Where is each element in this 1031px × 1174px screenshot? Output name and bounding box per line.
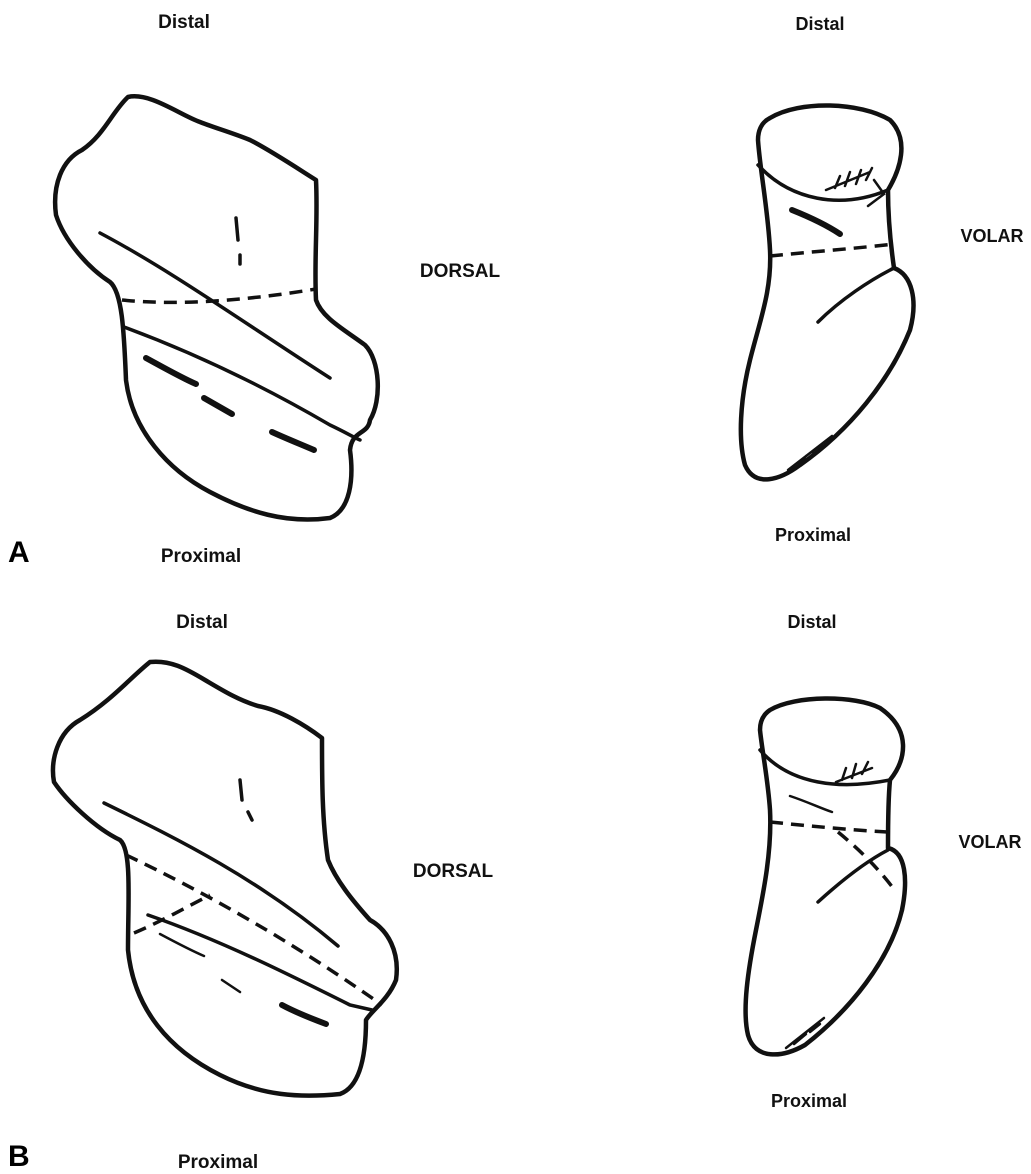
panel-a-volar-hatch-lower — [788, 436, 832, 470]
panel-a-dorsal-oblique-line — [100, 233, 330, 378]
panel-a-dorsal-dashed-line — [122, 289, 316, 302]
panel-a-volar-proximal-label: Proximal — [775, 525, 851, 545]
panel-a-dorsal-distal-label: Distal — [158, 12, 210, 33]
panel-a: A Distal Proximal DORSAL Distal Proximal… — [8, 12, 1024, 569]
panel-a-dorsal-hatch-2 — [204, 398, 232, 414]
panel-a-volar-bone-drawing — [741, 105, 914, 479]
panel-b-dorsal-hatch-1 — [160, 934, 204, 956]
panel-b-volar-distal-label: Distal — [787, 612, 836, 632]
panel-b-dorsal-hatch-3 — [282, 1005, 326, 1024]
panel-b-dorsal-hatch-2 — [222, 980, 240, 992]
panel-b-volar-bone-drawing — [746, 698, 905, 1054]
panel-b-volar-side-label: VOLAR — [959, 832, 1022, 852]
panel-b-volar-inner-line — [818, 850, 888, 902]
panel-b-dorsal-proximal-label: Proximal — [178, 1152, 258, 1173]
panel-a-dorsal-lower-line — [124, 327, 360, 440]
panel-b-letter: B — [8, 1140, 30, 1173]
panel-a-volar-distal-label: Distal — [795, 14, 844, 34]
panel-b-volar-outline — [746, 698, 905, 1054]
panel-a-dorsal-bone-drawing — [55, 96, 378, 519]
panel-b-dorsal-small-mark — [240, 780, 252, 820]
panel-a-dorsal-outline — [55, 96, 378, 519]
panel-a-dorsal-hatch-3 — [272, 432, 314, 450]
panel-b-dorsal-short-dashed-line — [134, 895, 210, 933]
panel-b-volar-hatch-shadow — [790, 796, 832, 812]
panel-b-volar-hatch-upper — [836, 762, 872, 782]
panel-b-dorsal-dashed-line — [126, 855, 382, 1005]
panel-b-volar-dashed-line — [770, 822, 888, 832]
panel-a-dorsal-hatch-1 — [146, 358, 196, 384]
panel-a-volar-inner-line — [818, 268, 894, 322]
panel-a-dorsal-side-label: DORSAL — [420, 261, 501, 282]
panel-a-letter: A — [8, 536, 30, 569]
panel-b-dorsal-bone-drawing — [53, 662, 397, 1096]
panel-b-dorsal-distal-label: Distal — [176, 612, 228, 633]
panel-a-dorsal-proximal-label: Proximal — [161, 546, 241, 567]
panel-a-volar-outline — [741, 105, 914, 479]
panel-b-dorsal-oblique-line — [104, 803, 338, 946]
panel-b: B Distal Proximal DORSAL Distal Proximal… — [8, 612, 1022, 1173]
panel-b-volar-proximal-label: Proximal — [771, 1091, 847, 1111]
panel-a-dorsal-small-mark — [236, 218, 240, 264]
panel-a-volar-dashed-line — [770, 244, 894, 256]
panel-b-dorsal-lower-line — [148, 915, 372, 1010]
panel-a-volar-hatch-shadow — [792, 210, 840, 234]
panel-a-volar-side-label: VOLAR — [961, 226, 1024, 246]
panel-b-dorsal-outline — [53, 662, 397, 1096]
panel-a-volar-twist-line — [758, 165, 888, 200]
panel-b-dorsal-side-label: DORSAL — [413, 861, 494, 882]
